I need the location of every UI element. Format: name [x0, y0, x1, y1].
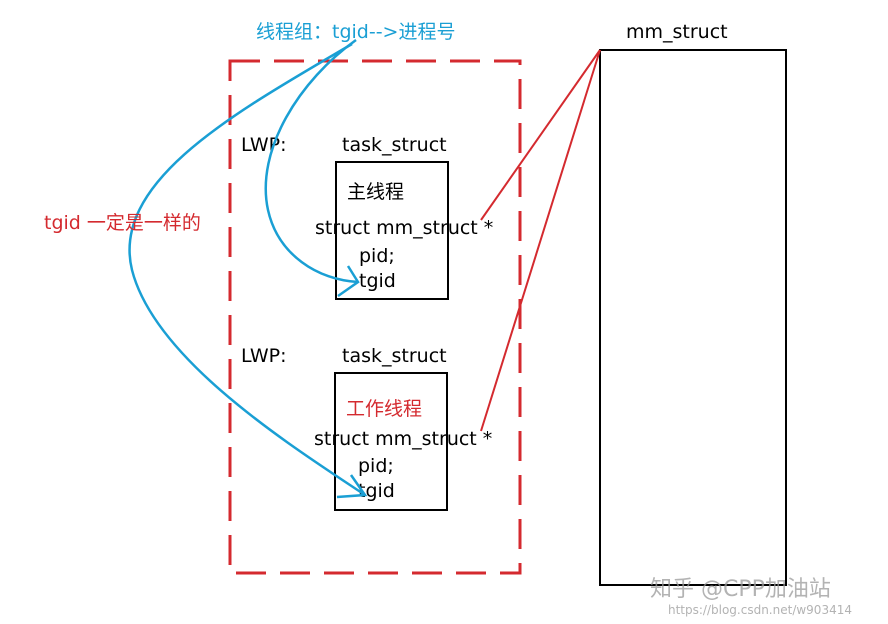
tgid-arrow-worker-head [336, 474, 368, 499]
watermark-main: 知乎 @CPP加油站 [650, 577, 831, 602]
field-mm-worker: struct mm_struct * [314, 428, 492, 450]
mm-pointer-line-main [480, 49, 601, 221]
thread-name-worker: 工作线程 [346, 398, 422, 420]
lwp-label-worker: LWP: [241, 345, 287, 367]
field-pid-main: pid; [359, 245, 395, 267]
mm-struct-box [599, 49, 787, 586]
process-boundary [228, 59, 522, 575]
thread-group-label: 线程组：tgid-->进程号 [256, 21, 455, 43]
lwp-label-main: LWP: [241, 134, 287, 156]
field-tgid-worker: tgid [358, 480, 395, 502]
field-pid-worker: pid; [358, 455, 394, 477]
tgid-arrow-main [264, 38, 359, 284]
tgid-arrow-worker [128, 42, 366, 497]
tgid-same-label: tgid 一定是一样的 [44, 212, 201, 234]
watermark-url: https://blog.csdn.net/w903414 [668, 603, 852, 617]
mm-struct-label: mm_struct [626, 21, 728, 43]
mm-pointer-line-worker [480, 49, 601, 432]
task-struct-label-main: task_struct [342, 134, 447, 156]
task-struct-box-worker [334, 372, 448, 511]
thread-name-main: 主线程 [347, 181, 404, 203]
tgid-arrow-main-head [337, 265, 360, 298]
task-struct-label-worker: task_struct [342, 345, 447, 367]
field-tgid-main: tgid [359, 270, 396, 292]
task-struct-box-main [335, 161, 449, 300]
field-mm-main: struct mm_struct * [315, 217, 493, 239]
